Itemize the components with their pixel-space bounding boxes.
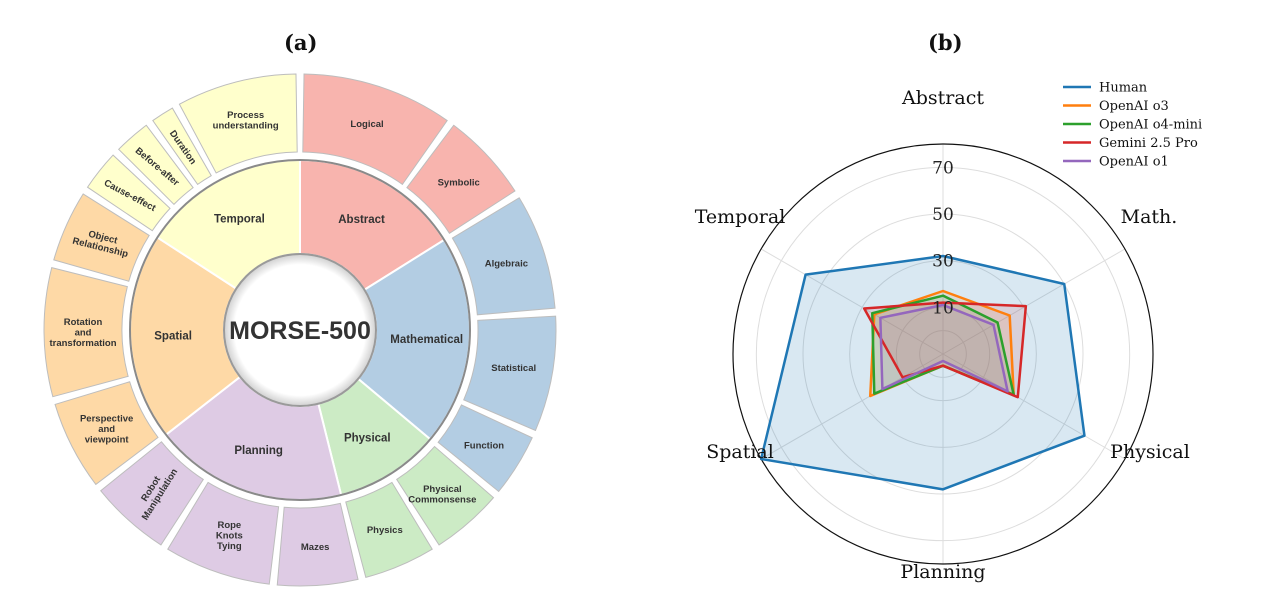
radar-spoke: [942, 248, 1126, 355]
wheel-subsegment-physics[interactable]: [345, 481, 433, 579]
series-line-openai-o1: [879, 303, 1009, 393]
radar-tick-label: 50: [932, 205, 954, 225]
wheel-category-label-planning: Planning: [234, 445, 283, 457]
radar-axis-label-temporal: Temporal: [695, 206, 786, 228]
legend-label-openai-o1: OpenAI o1: [1099, 155, 1169, 170]
wheel-subsegment-duration[interactable]: [152, 107, 212, 186]
series-line-gemini-2-5-pro: [862, 301, 1028, 399]
wheel-category-label-abstract: Abstract: [338, 214, 385, 226]
wheel-subsegment-robot-manipulation[interactable]: [100, 441, 205, 546]
series-line-human: [759, 254, 1086, 491]
legend-label-human: Human: [1099, 81, 1148, 96]
series-fill-openai-o1: [880, 305, 1008, 392]
radar-tick-label: 30: [932, 252, 954, 272]
wheel-subsegment-cause-effect[interactable]: [86, 154, 171, 232]
radar-axis-label-spatial: Spatial: [706, 441, 774, 463]
wheel-subsegment-perspective-and-viewpoint[interactable]: [54, 381, 159, 486]
wheel-subsegment-rotation-and-transformation[interactable]: [43, 267, 129, 398]
wheel-category-label-spatial: Spatial: [154, 331, 192, 343]
radar-tick-label: 10: [932, 298, 954, 318]
panel-a-title: (a): [284, 30, 318, 55]
wheel-subsegment-logical[interactable]: [302, 73, 448, 186]
wheel-subsegment-process-understanding[interactable]: [178, 73, 298, 174]
wheel-subcategory-label-algebraic: Algebraic: [485, 258, 528, 269]
wheel-subcategory-label-logical: Logical: [350, 119, 383, 130]
radar-axis-label-math: Math.: [1121, 206, 1178, 228]
wheel-subsegment-function[interactable]: [437, 404, 533, 493]
series-fill-gemini-2-5-pro: [864, 302, 1026, 398]
wheel-category-label-temporal: Temporal: [214, 213, 265, 225]
radar-spoke: [942, 353, 1126, 460]
radar-spoke: [760, 353, 944, 460]
wheel-subsegment-symbolic[interactable]: [406, 124, 516, 235]
legend-label-openai-o4-mini: OpenAI o4-mini: [1099, 118, 1202, 133]
series-fill-openai-o3: [870, 291, 1014, 396]
wheel-subsegment-statistical[interactable]: [463, 315, 557, 432]
category-wheel: MORSE-500 AbstractMathematicalPhysicalPla…: [43, 73, 557, 587]
legend-label-openai-o3: OpenAI o3: [1099, 99, 1169, 114]
wheel-subsegment-physical-commonsense[interactable]: [395, 445, 495, 546]
radar-axis-label-planning: Planning: [900, 561, 985, 583]
wheel-subsegment-mazes[interactable]: [276, 502, 359, 587]
wheel-subsegment-algebraic[interactable]: [451, 197, 556, 316]
wheel-category-label-mathematical: Mathematical: [390, 334, 463, 346]
wheel-subcategory-label-statistical: Statistical: [491, 363, 536, 374]
center-disc: [223, 253, 377, 407]
wheel-subcategory-label-mazes: Mazes: [301, 542, 330, 553]
radar-outer-frame: [732, 143, 1154, 565]
radar-spoke: [760, 248, 944, 355]
radar-tick-label: 70: [932, 158, 954, 178]
wheel-subcategory-label-physics: Physics: [367, 525, 403, 536]
wheel-subcategory-label-symbolic: Symbolic: [438, 178, 480, 189]
radar-axis-label-physical: Physical: [1110, 441, 1190, 463]
wheel-category-label-physical: Physical: [344, 433, 391, 445]
series-fill-openai-o4-mini: [872, 295, 1014, 395]
wheel-subsegment-before-after[interactable]: [117, 124, 194, 206]
legend-label-gemini-2-5-pro: Gemini 2.5 Pro: [1099, 136, 1198, 151]
wheel-subsegment-object-relationship[interactable]: [53, 193, 150, 282]
wheel-center-label: MORSE-500: [229, 317, 371, 345]
inner-ring-outline: [129, 159, 471, 501]
wheel-subcategory-label-function: Function: [464, 440, 504, 451]
wheel-subsegment-rope-knots-tying[interactable]: [167, 481, 280, 585]
panel-b-title: (b): [928, 30, 963, 55]
radar-axis-label-abstract: Abstract: [901, 87, 984, 109]
